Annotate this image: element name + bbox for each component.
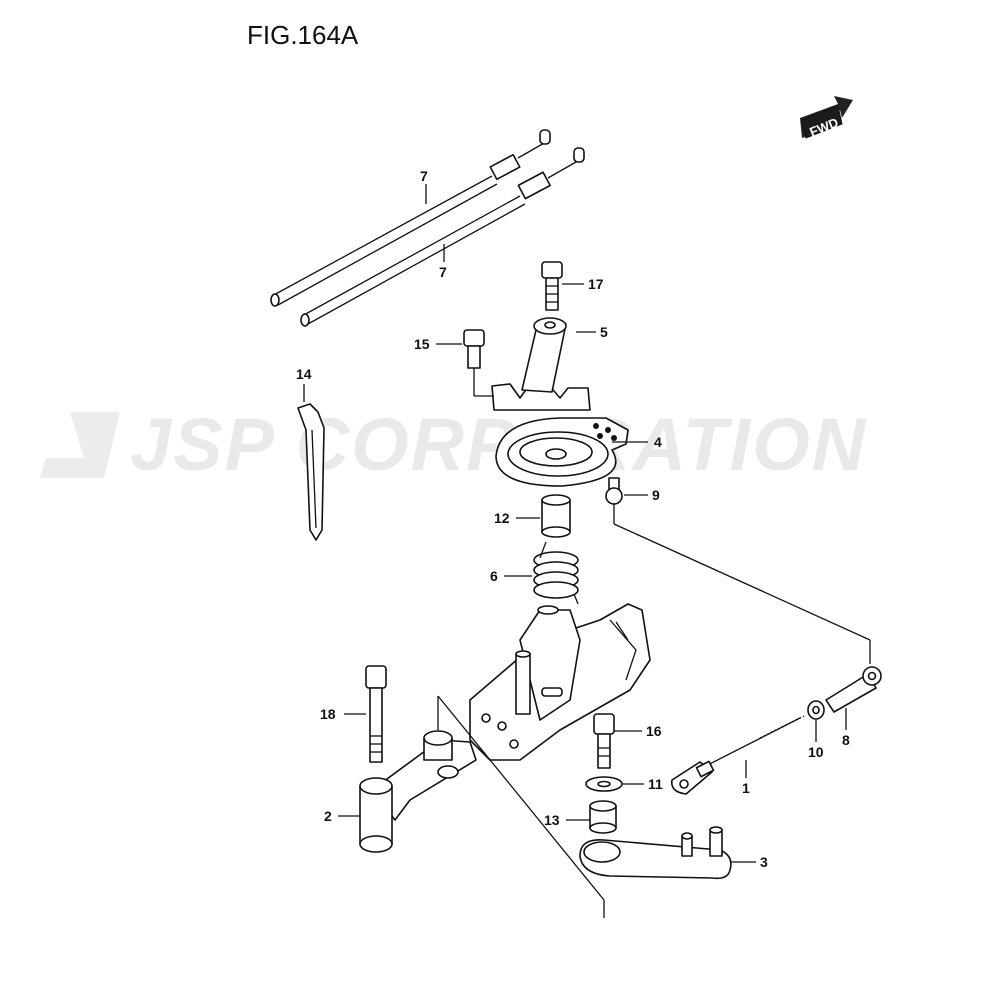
ball-joint-9 bbox=[605, 477, 623, 505]
callout-13: 13 bbox=[544, 812, 560, 828]
callout-8: 8 bbox=[842, 732, 850, 748]
lever-3 bbox=[579, 826, 732, 880]
main-bracket bbox=[469, 603, 651, 761]
callout-15: 15 bbox=[414, 336, 430, 352]
alignment-lines bbox=[437, 504, 871, 918]
callout-labels: 7 7 17 5 15 14 4 9 12 6 18 16 11 1 10 8 … bbox=[296, 168, 850, 870]
callout-7-lower: 7 bbox=[439, 264, 447, 280]
callout-14: 14 bbox=[296, 366, 312, 382]
callout-4: 4 bbox=[654, 434, 662, 450]
callout-9: 9 bbox=[652, 487, 660, 503]
callout-3: 3 bbox=[760, 854, 768, 870]
bolt-17 bbox=[541, 261, 563, 311]
rod-1 bbox=[670, 715, 805, 795]
figure-title: FIG.164A bbox=[247, 20, 359, 50]
callout-5: 5 bbox=[600, 324, 608, 340]
callout-18: 18 bbox=[320, 706, 336, 722]
callout-leaders bbox=[303, 184, 847, 863]
bolt-16 bbox=[593, 713, 615, 769]
watermark-text: JSP CORPORATION bbox=[130, 403, 867, 486]
callout-6: 6 bbox=[490, 568, 498, 584]
spring-6 bbox=[533, 541, 579, 605]
callout-1: 1 bbox=[742, 780, 750, 796]
nut-10 bbox=[807, 700, 825, 720]
control-cable-upper bbox=[270, 129, 551, 307]
fwd-direction-icon: FWD bbox=[800, 96, 853, 140]
lever-2 bbox=[359, 730, 477, 853]
collar-12 bbox=[541, 494, 571, 538]
callout-12: 12 bbox=[494, 510, 510, 526]
plate-4 bbox=[495, 417, 629, 487]
watermark: JSP CORPORATION bbox=[40, 403, 867, 486]
collar-13 bbox=[589, 800, 617, 834]
rod-end-8 bbox=[825, 666, 882, 713]
control-cable-lower bbox=[300, 147, 585, 327]
callout-16: 16 bbox=[646, 723, 662, 739]
cable-tie-14 bbox=[297, 403, 325, 541]
callout-10: 10 bbox=[808, 744, 824, 760]
bolt-15 bbox=[463, 329, 494, 397]
washer-11 bbox=[585, 776, 623, 792]
callout-17: 17 bbox=[588, 276, 604, 292]
callout-7-upper: 7 bbox=[420, 168, 428, 184]
callout-2: 2 bbox=[324, 808, 332, 824]
bracket-5 bbox=[491, 317, 591, 411]
callout-11: 11 bbox=[648, 776, 663, 792]
bolt-18 bbox=[365, 665, 387, 763]
